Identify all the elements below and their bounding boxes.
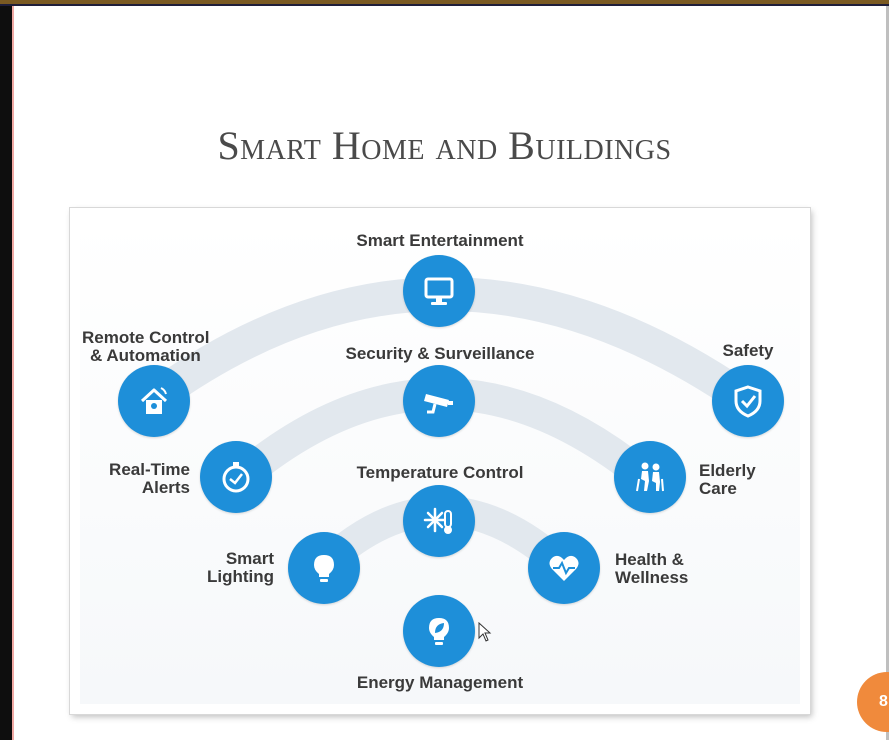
label-temperature-control: Temperature Control bbox=[356, 463, 524, 482]
security-surveillance-button[interactable] bbox=[403, 365, 475, 437]
heart-pulse-icon bbox=[549, 555, 579, 581]
window-top-border bbox=[0, 0, 889, 4]
lightbulb-icon bbox=[314, 555, 334, 582]
label-health-wellness-line1: Health & bbox=[615, 550, 684, 569]
elderly-couple-icon bbox=[636, 462, 664, 492]
temperature-control-button[interactable] bbox=[403, 485, 475, 557]
real-time-alerts-button[interactable] bbox=[200, 441, 272, 513]
label-elderly-care-line2: Care bbox=[699, 479, 737, 498]
label-security-surveillance: Security & Surveillance bbox=[345, 344, 535, 363]
remote-home-icon bbox=[140, 387, 168, 414]
label-health-wellness-line2: Wellness bbox=[615, 568, 689, 587]
stopwatch-icon bbox=[222, 462, 250, 493]
cctv-camera-icon bbox=[424, 394, 453, 414]
window-top-border-inner bbox=[0, 4, 889, 6]
label-energy-management: Energy Management bbox=[356, 673, 524, 692]
label-remote-control-line2: & Automation bbox=[90, 346, 201, 365]
elderly-care-button[interactable] bbox=[614, 441, 686, 513]
smart-lighting-button[interactable] bbox=[288, 532, 360, 604]
leaf-bulb-icon bbox=[429, 618, 449, 645]
mouse-cursor-icon bbox=[478, 622, 492, 642]
label-smart-lighting-line1: Smart bbox=[225, 549, 274, 568]
smart-home-infographic: Smart Entertainment Remote Control & Aut… bbox=[70, 208, 810, 714]
remote-control-button[interactable] bbox=[118, 365, 190, 437]
label-smart-entertainment: Smart Entertainment bbox=[356, 231, 524, 250]
label-real-time-alerts-line1: Real-Time bbox=[109, 460, 190, 479]
health-wellness-button[interactable] bbox=[528, 532, 600, 604]
label-smart-lighting-line2: Lighting bbox=[206, 567, 274, 586]
energy-management-button[interactable] bbox=[403, 595, 475, 667]
smart-entertainment-button[interactable] bbox=[403, 255, 475, 327]
safety-button[interactable] bbox=[712, 365, 784, 437]
monitor-icon bbox=[424, 277, 454, 305]
shield-check-icon bbox=[734, 385, 762, 418]
slide-title: Smart Home and Buildings bbox=[217, 123, 672, 168]
label-elderly-care-line1: Elderly bbox=[699, 461, 756, 480]
label-real-time-alerts-line2: Alerts bbox=[141, 478, 190, 497]
label-safety: Safety bbox=[722, 341, 774, 360]
slide-right-edge bbox=[886, 6, 889, 740]
window-left-border bbox=[0, 6, 12, 740]
label-remote-control-line1: Remote Control bbox=[82, 328, 210, 347]
thermometer-snowflake-icon bbox=[423, 507, 452, 534]
